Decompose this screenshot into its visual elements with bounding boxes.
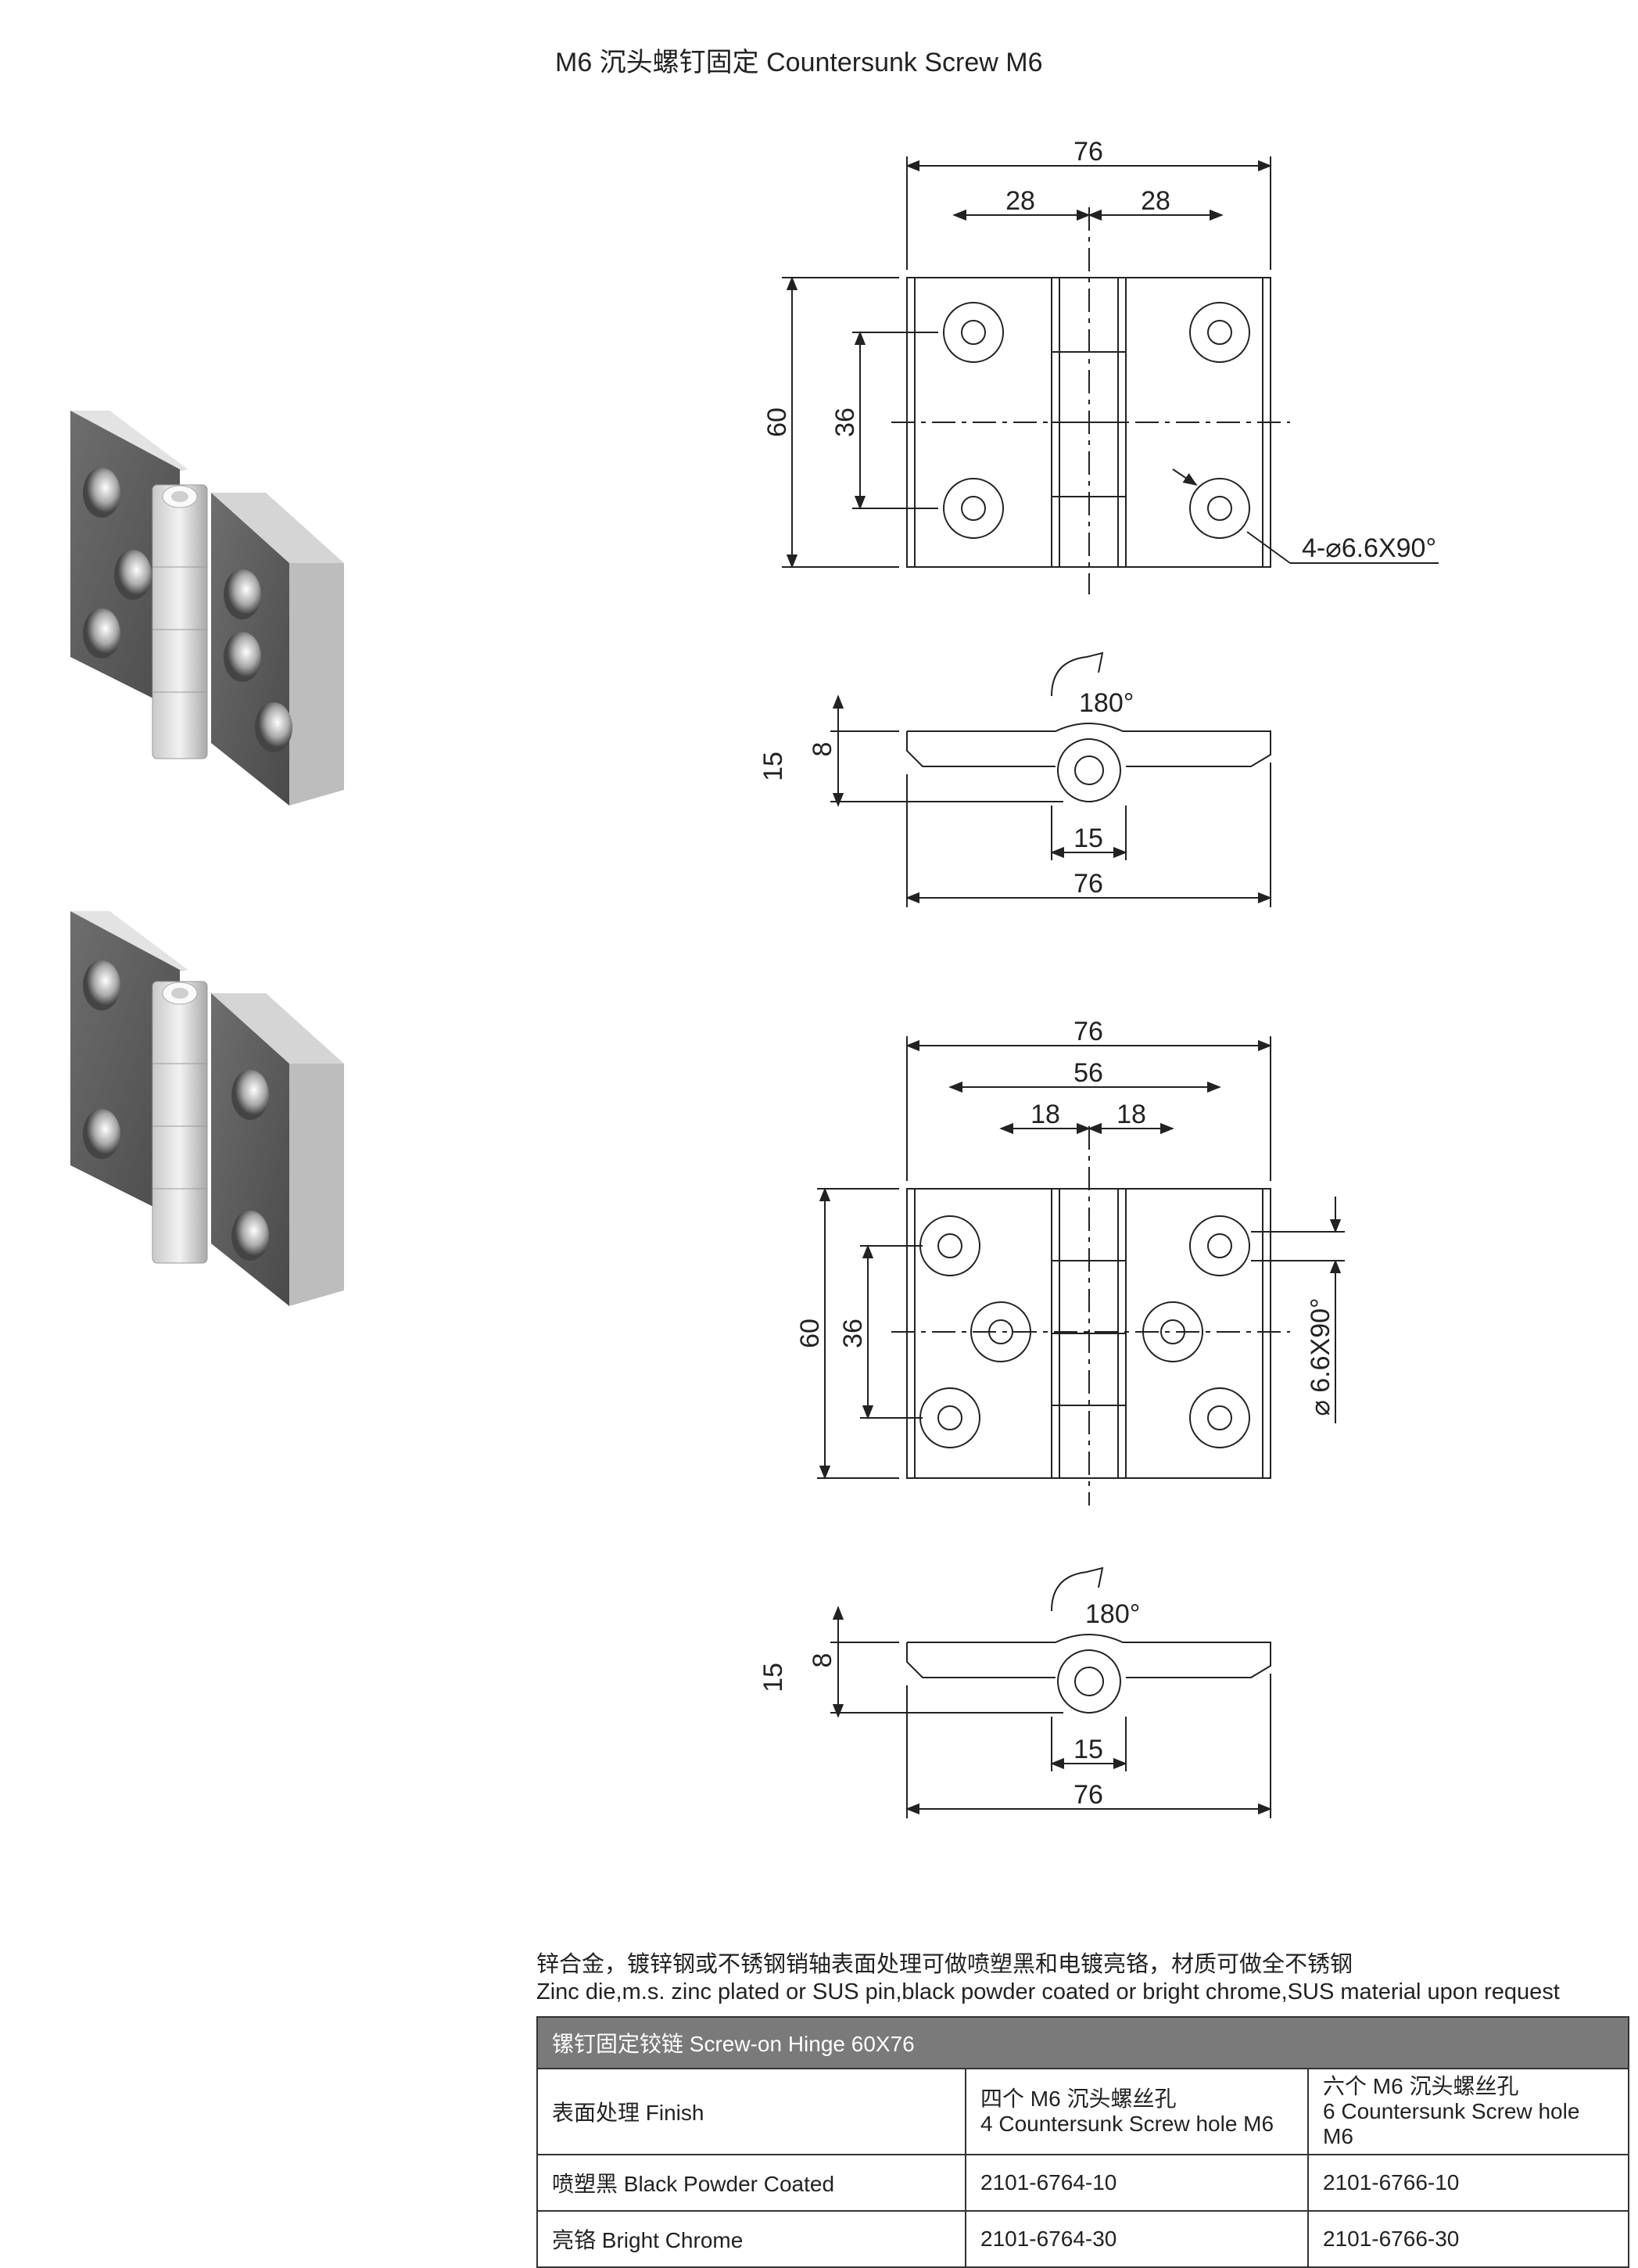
d1-knuckle-15: 15 [1073,824,1103,853]
d2-hole-note: ⌀ 6.6X90° [1306,1297,1335,1416]
header-4-hole-en: 4 Countersunk Screw hole M6 [980,2112,1274,2136]
header-6-hole-en: 6 Countersunk Screw hole M6 [1323,2099,1580,2148]
d2-rotation: 180° [1085,1599,1140,1629]
table-row: 亮铬 Bright Chrome 2101-6764-30 2101-6766-… [536,2210,1629,2268]
header-6-hole-cn: 六个 M6 沉头螺丝孔 [1323,2074,1519,2098]
d2-leaf-8: 8 [808,1653,837,1668]
spec-table-title: 镙钉固定铰链 Screw-on Hinge 60X76 [536,2016,1629,2069]
d2-height-60: 60 [795,1319,825,1348]
d2-thickness-15: 15 [758,1663,788,1692]
part-number-4-hole: 2101-6764-10 [965,2154,1309,2212]
d1-half-left-28: 28 [1005,186,1035,216]
spec-table: 镙钉固定铰链 Screw-on Hinge 60X76 表面处理 Finish … [536,2016,1629,2268]
part-number-6-hole: 2101-6766-30 [1307,2210,1629,2268]
drawing2-top-view [817,1036,1345,1505]
d1-hole-note: 4-⌀6.6X90° [1302,533,1436,563]
d2-knuckle-15: 15 [1073,1735,1103,1764]
part-number-4-hole: 2101-6764-30 [965,2210,1309,2268]
hinge-4-hole-render [70,411,344,806]
d2-outer-56: 56 [1073,1058,1103,1088]
technical-drawings: 76 28 28 60 36 4-⌀6.6X90° 180° 15 8 15 7… [758,137,1439,1818]
drawing1-top-view [782,156,1439,594]
header-4-hole-cn: 四个 M6 沉头螺丝孔 [980,2087,1177,2111]
d1-half-right-28: 28 [1141,186,1170,216]
d2-inner-left-18: 18 [1030,1100,1060,1129]
note-chinese: 锌合金，镀锌钢或不锈钢销轴表面处理可做喷塑黑和电镀亮铬，材质可做全不锈钢 [536,1952,1353,1977]
header-finish: 表面处理 Finish [536,2068,966,2155]
header-4-hole: 四个 M6 沉头螺丝孔 4 Countersunk Screw hole M6 [965,2068,1309,2155]
drawing1-side-view [830,651,1272,907]
finish-cell: 亮铬 Bright Chrome [536,2210,966,2268]
page-title: M6 沉头螺钉固定 Countersunk Screw M6 [555,48,1043,77]
note-english: Zinc die,m.s. zinc plated or SUS pin,bla… [536,1979,1560,2004]
d1-hole-spacing-36: 36 [830,407,860,437]
d2-side-width-76: 76 [1073,1780,1103,1810]
spec-table-title-row: 镙钉固定铰链 Screw-on Hinge 60X76 [536,2016,1629,2069]
spec-table-header-row: 表面处理 Finish 四个 M6 沉头螺丝孔 4 Countersunk Sc… [536,2068,1629,2155]
header-6-hole: 六个 M6 沉头螺丝孔 6 Countersunk Screw hole M6 [1307,2068,1629,2155]
drawing2-side-view [830,1566,1272,1818]
d1-leaf-8: 8 [808,742,837,757]
part-number-6-hole: 2101-6766-10 [1307,2154,1629,2212]
d1-height-60: 60 [762,407,792,437]
d2-width-76: 76 [1073,1017,1103,1046]
d1-width-76: 76 [1073,137,1103,167]
hinge-6-hole-render [70,911,344,1306]
d2-hole-spacing-36: 36 [838,1319,868,1348]
d1-rotation: 180° [1079,688,1134,718]
d2-inner-right-18: 18 [1116,1100,1146,1129]
table-row: 喷塑黑 Black Powder Coated 2101-6764-10 210… [536,2154,1629,2212]
d1-thickness-15: 15 [758,752,788,781]
d1-side-width-76: 76 [1073,869,1103,899]
finish-cell: 喷塑黑 Black Powder Coated [536,2154,966,2212]
